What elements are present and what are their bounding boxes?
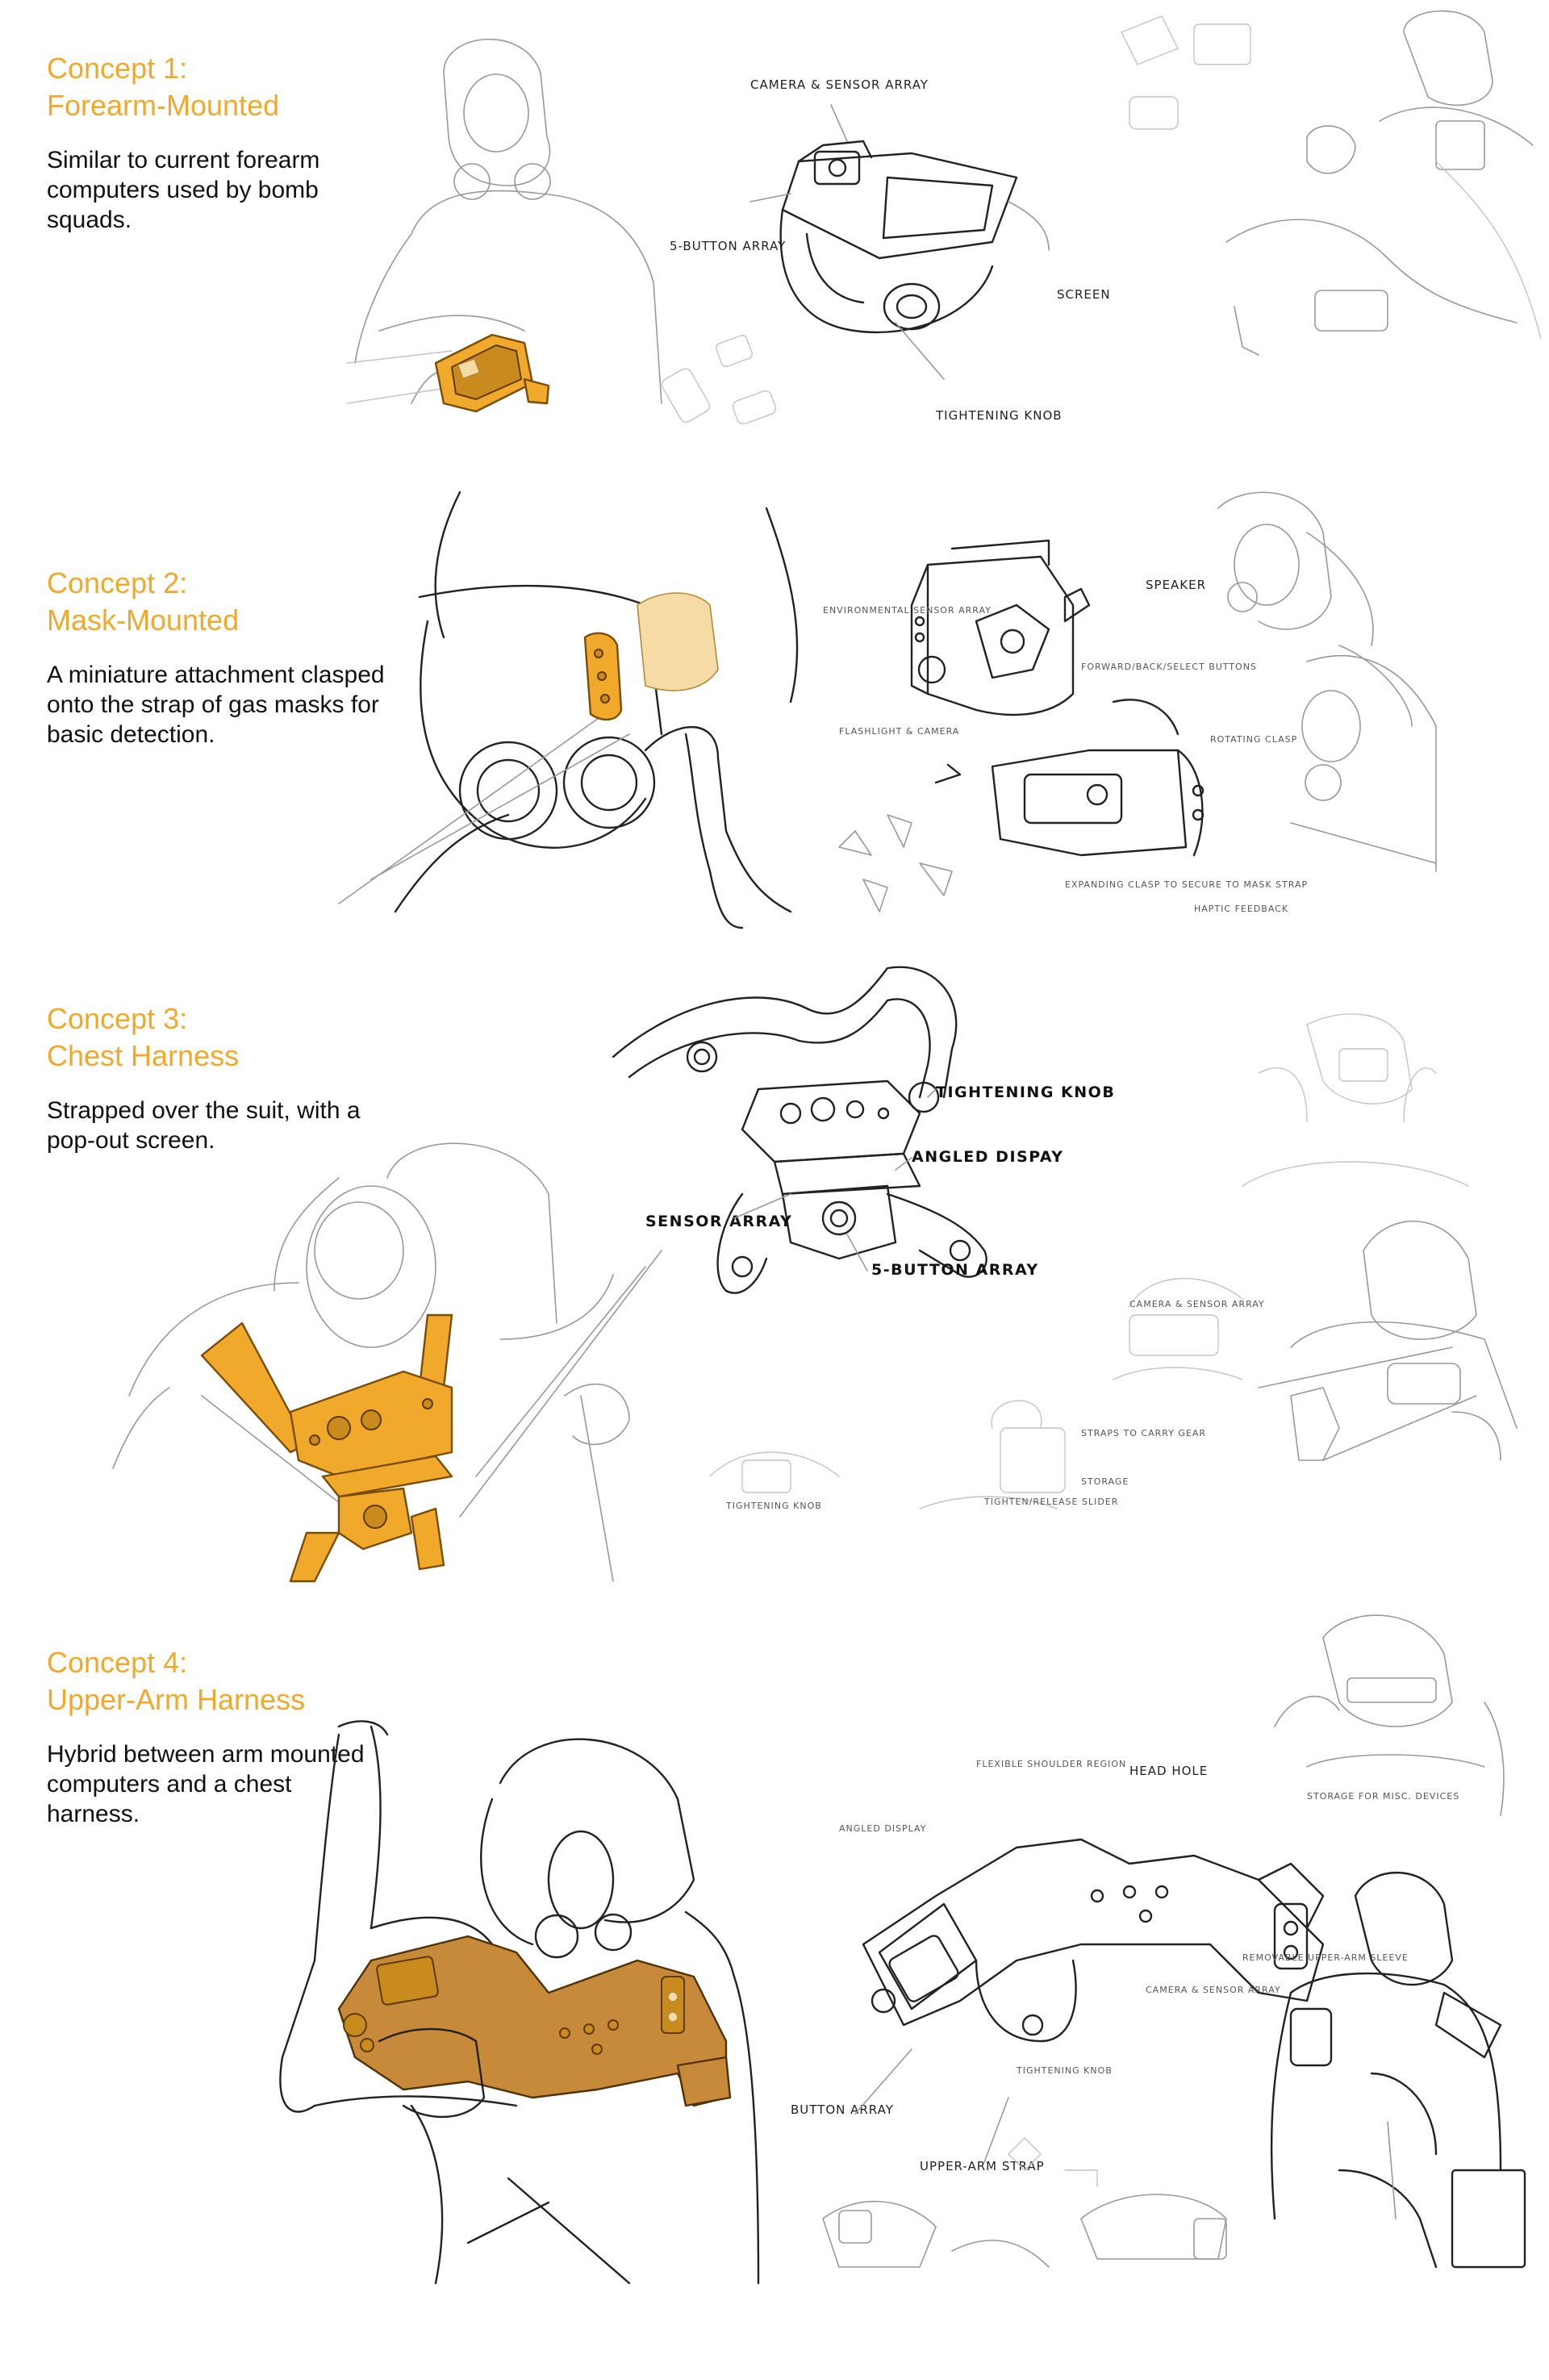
concept-2-name: Mask-Mounted	[47, 603, 240, 637]
callout-head-hole: Head Hole	[1129, 1764, 1208, 1778]
callout-tightening-knob: Tightening Knob	[1016, 2065, 1113, 2076]
concept-2-detail-sketch: Environmental Sensor Array Speaker Forwa…	[823, 539, 1307, 914]
concept-4-text: Concept 4: Upper-Arm Harness Hybrid betw…	[47, 1644, 386, 1829]
concept-2-hero-sketch	[338, 491, 799, 929]
callout-storage-for-misc-devices: Storage for Misc. Devices	[1307, 1791, 1459, 1802]
concept-4-title: Concept 4: Upper-Arm Harness	[47, 1644, 386, 1718]
callout-angled-display: Angled Display	[839, 1823, 926, 1834]
concept-3-detail-sketch: Tightening Knob Angled Dispay Sensor Arr…	[612, 966, 1115, 1294]
callout-button-array: Button Array	[791, 2102, 894, 2117]
concept-1-title: Concept 1: Forearm-Mounted	[47, 50, 386, 124]
callout-rotating-clasp: Rotating Clasp	[1210, 734, 1297, 745]
concept-4-callouts: Flexible Shoulder Region Head Hole Stora…	[839, 1759, 1459, 2076]
concept-2-text: Concept 2: Mask-Mounted A miniature atta…	[47, 565, 386, 749]
concept-4-detail-sketch: Flexible Shoulder Region Head Hole Stora…	[839, 1759, 1459, 2076]
concept-2-side-figures	[1217, 491, 1437, 872]
concept-2-title: Concept 2: Mask-Mounted	[47, 565, 386, 639]
callout-sensor-array: Sensor Array	[645, 1213, 792, 1230]
concept-3-description: Strapped over the suit, with a pop-out s…	[47, 1097, 361, 1154]
callout-tightening-knob: Tightening Knob	[936, 1084, 1115, 1101]
callout-storage: Storage	[1081, 1476, 1129, 1487]
concept-4-number: Concept 4:	[47, 1646, 188, 1679]
callout-straps-to-carry-gear: Straps to Carry Gear	[1081, 1428, 1206, 1438]
callout-5-button-array: 5-Button Array	[871, 1261, 1039, 1279]
callout-angled-display: Angled Dispay	[912, 1148, 1064, 1166]
callout-tighten-release-slider: Tighten/Release Slider	[983, 1497, 1118, 1507]
concept-2-number: Concept 2:	[47, 566, 188, 599]
callout-camera-sensor-array: Camera & Sensor Array	[750, 77, 929, 92]
callout-small-tightening-knob: Tightening Knob	[725, 1501, 822, 1511]
concept-4-side-figures	[1270, 1614, 1526, 2269]
callout-5-button-array: 5-Button Array	[670, 239, 786, 253]
callout-speaker: Speaker	[1146, 578, 1206, 592]
forearm-device-highlight	[434, 333, 550, 413]
concept-4-description: Hybrid between arm mounted computers and…	[47, 1741, 365, 1827]
concept-1-description: Similar to current forearm computers use…	[47, 147, 320, 233]
concept-1-detail-sketch: Camera & Sensor Array 5-Button Array Scr…	[670, 77, 1111, 423]
concept-3-section: Concept 3: Chest Harness Strapped over t…	[0, 936, 1549, 1605]
concept-1-name: Forearm-Mounted	[47, 89, 280, 122]
mask-device-highlight	[583, 592, 719, 721]
concept-1-text: Concept 1: Forearm-Mounted Similar to cu…	[47, 50, 386, 235]
concept-1-section: Concept 1: Forearm-Mounted Similar to cu…	[0, 0, 1549, 484]
concept-3-hero-sketch	[112, 1142, 662, 1583]
concept-2-section: Concept 2: Mask-Mounted A miniature atta…	[0, 484, 1549, 936]
concept-4-section: Concept 4: Upper-Arm Harness Hybrid betw…	[0, 1605, 1549, 2290]
concept-4-lower-sketches: Button Array Upper-Arm Strap Removable U…	[791, 1952, 1409, 2268]
label-camera-sensor-array: Camera & Sensor Array	[1129, 1299, 1265, 1309]
concept-3-title: Concept 3: Chest Harness	[47, 1000, 386, 1075]
callout-removable-upper-arm-sleeve: Removable Upper-Arm Sleeve	[1242, 1952, 1409, 1963]
callout-flexible-shoulder-region: Flexible Shoulder Region	[976, 1759, 1126, 1769]
callout-upper-arm-strap: Upper-Arm Strap	[920, 2159, 1045, 2173]
concept-1-thumbnails	[1121, 10, 1542, 356]
concept-2-description: A miniature attachment clasped onto the …	[47, 662, 385, 748]
callout-environmental-sensor-array: Environmental Sensor Array	[823, 605, 992, 616]
concept-4-name: Upper-Arm Harness	[47, 1683, 306, 1716]
callout-expanding-clasp: Expanding Clasp to Secure to Mask Strap	[1065, 879, 1308, 890]
callout-haptic-feedback: Haptic Feedback	[1194, 904, 1288, 914]
upper-arm-harness-highlight	[337, 1935, 732, 2107]
concept-1-hero-sketch	[346, 38, 662, 413]
concept-3-text: Concept 3: Chest Harness Strapped over t…	[47, 1000, 386, 1155]
concept-1-scatter	[661, 335, 777, 425]
callout-forward-back-select-buttons: Forward/Back/Select Buttons	[1081, 662, 1257, 672]
callout-screen: Screen	[1057, 287, 1111, 302]
callout-tightening-knob: Tightening Knob	[935, 408, 1063, 423]
callout-camera-sensor-array: Camera & Sensor Array	[1146, 1985, 1281, 1995]
concept-3-number: Concept 3:	[47, 1002, 188, 1035]
callout-flashlight-camera: Flashlight & Camera	[839, 726, 959, 737]
concept-3-name: Chest Harness	[47, 1039, 240, 1072]
concept-3-callouts: Tightening Knob Angled Dispay Sensor Arr…	[645, 1084, 1115, 1279]
concept-2-callouts: Environmental Sensor Array Speaker Forwa…	[823, 578, 1308, 914]
concept-3-thumbnails: Camera & Sensor Array Straps to Carry Ge…	[709, 1013, 1518, 1511]
concept-1-callouts: Camera & Sensor Array 5-Button Array Scr…	[670, 77, 1111, 423]
concept-4-hero-sketch	[279, 1720, 760, 2285]
chest-harness-highlight	[200, 1313, 453, 1583]
concept-1-number: Concept 1:	[47, 52, 188, 85]
